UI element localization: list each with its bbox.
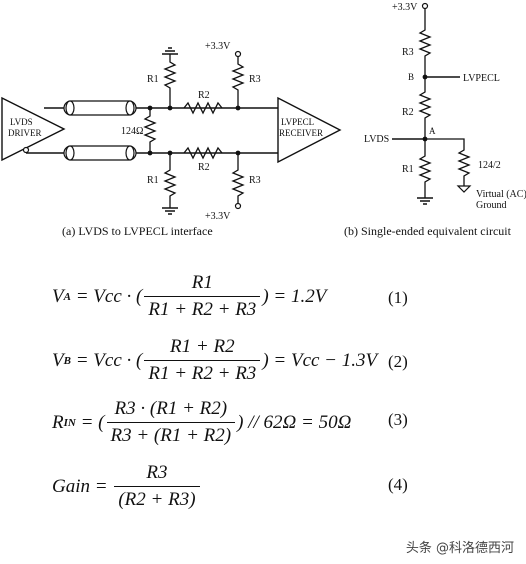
junction-dot <box>235 150 241 156</box>
r2-b-label: R2 <box>402 107 414 118</box>
transmission-line-top <box>63 100 137 116</box>
eq2-lhs: V <box>52 349 64 371</box>
r3-top <box>231 56 245 108</box>
r1-bottom-label: R1 <box>147 175 159 186</box>
eq2-equals: = <box>70 349 94 371</box>
r124-2-label: 124/2 <box>478 160 501 171</box>
receiver-label-1: LVPECL <box>281 117 314 127</box>
equation-number-4: (4) <box>388 475 408 494</box>
eq1-sub: A <box>63 290 71 303</box>
eq2-numerator: R1 + R2 <box>170 336 235 357</box>
eq4-lhs: Gain <box>52 475 90 497</box>
receiver-label-2: RECEIVER <box>279 128 323 138</box>
virtual-ground-label-2: Ground <box>476 200 507 211</box>
virtual-ground-label-1: Virtual (AC) <box>476 189 526 200</box>
eq1-close: ) <box>262 285 269 307</box>
junction-dot <box>167 150 173 156</box>
eq4-numerator: R3 <box>146 462 168 483</box>
r1-top <box>163 54 177 108</box>
r2-top-label: R2 <box>198 90 210 101</box>
eq2-sub: B <box>63 354 71 367</box>
r1-b-label: R1 <box>402 164 414 175</box>
eq2-denominator: R1 + R2 + R3 <box>144 360 261 385</box>
eq3-numerator: R3 · (R1 + R2) <box>114 398 228 419</box>
eq3-denominator: R3 + (R1 + R2) <box>106 422 236 447</box>
driver-label-1: LVDS <box>10 117 33 127</box>
equation-number-2: (2) <box>388 352 408 371</box>
vcc-b-label: +3.3V <box>392 2 418 13</box>
eq1-vcc: Vcc · ( <box>93 285 143 307</box>
driver-label-2: DRIVER <box>8 128 42 138</box>
termination-resistor <box>143 108 157 153</box>
r1-bottom <box>163 153 177 208</box>
r3-top-label: R3 <box>249 74 261 85</box>
eq3-open: = ( <box>75 411 105 433</box>
eq1-equals: = <box>70 285 94 307</box>
eq3-rhs: ) // 62Ω = 50Ω <box>237 411 352 433</box>
r2-bottom <box>183 146 223 160</box>
eq1-rhs: = 1.2V <box>268 285 327 307</box>
ground-top <box>162 47 178 55</box>
r3-bottom-label: R3 <box>249 175 261 186</box>
caption-a: (a) LVDS to LVPECL interface <box>62 224 213 238</box>
termination-label: 124Ω <box>121 126 143 137</box>
eq1-fraction: R1 R1 + R2 + R3 <box>144 272 261 321</box>
equation-number-3: (3) <box>388 410 408 429</box>
eq3-sub: IN <box>63 416 76 429</box>
eq1-lhs: V <box>52 285 64 307</box>
junction-dot <box>147 105 153 111</box>
node-a-label: A <box>429 126 436 136</box>
eq4-equals: = <box>90 475 113 497</box>
vcc-top-terminal <box>234 50 242 58</box>
vcc-bottom-terminal <box>234 202 242 210</box>
watermark: 头条 @科洛德西河 <box>405 541 514 556</box>
eq2-close: ) <box>262 349 269 371</box>
ground-bottom <box>162 207 178 215</box>
vcc-top-label: +3.3V <box>205 41 231 52</box>
eq1-denominator: R1 + R2 + R3 <box>144 296 261 321</box>
r1-b <box>418 139 432 198</box>
equation-4: Gain = R3 (R2 + R3) <box>52 462 202 511</box>
vcc-bottom-label: +3.3V <box>205 211 231 222</box>
eq3-lhs: R <box>52 411 64 433</box>
lvds-in-label: LVDS <box>364 134 389 145</box>
lvpecl-out-label: LVPECL <box>463 73 500 84</box>
eq2-vcc: Vcc · ( <box>93 349 143 371</box>
r1-top-label: R1 <box>147 74 159 85</box>
eq1-numerator: R1 <box>191 272 213 293</box>
equation-number-1: (1) <box>388 288 408 307</box>
transmission-line-bottom <box>63 145 137 161</box>
junction-dot <box>167 105 173 111</box>
r2-b <box>418 77 432 139</box>
eq4-denominator: (R2 + R3) <box>114 486 200 511</box>
r2-top <box>183 101 223 115</box>
ground-b <box>417 197 433 205</box>
r3-bottom <box>231 153 245 204</box>
r124-2-b <box>425 138 471 186</box>
circuit-diagram: LVDS DRIVER 124Ω R1 R2 +3.3V R3 R2 R1 +3… <box>1 2 526 222</box>
vcc-b-terminal <box>421 2 429 10</box>
eq4-fraction: R3 (R2 + R3) <box>114 462 200 511</box>
r3-b <box>418 9 432 77</box>
junction-dot <box>147 150 153 156</box>
driver-inverted-output <box>22 146 30 154</box>
r3-b-label: R3 <box>402 47 414 58</box>
caption-b: (b) Single-ended equivalent circuit <box>344 224 511 238</box>
lvds-driver-symbol <box>1 96 66 162</box>
node-b-label: B <box>408 72 414 82</box>
junction-dot <box>235 105 241 111</box>
virtual-ground-symbol <box>456 185 472 193</box>
eq3-fraction: R3 · (R1 + R2) R3 + (R1 + R2) <box>106 398 236 447</box>
eq2-rhs: = Vcc − 1.3V <box>268 349 378 371</box>
lvpecl-receiver-symbol <box>277 96 342 164</box>
eq2-fraction: R1 + R2 R1 + R2 + R3 <box>144 336 261 385</box>
r2-bottom-label: R2 <box>198 162 210 173</box>
